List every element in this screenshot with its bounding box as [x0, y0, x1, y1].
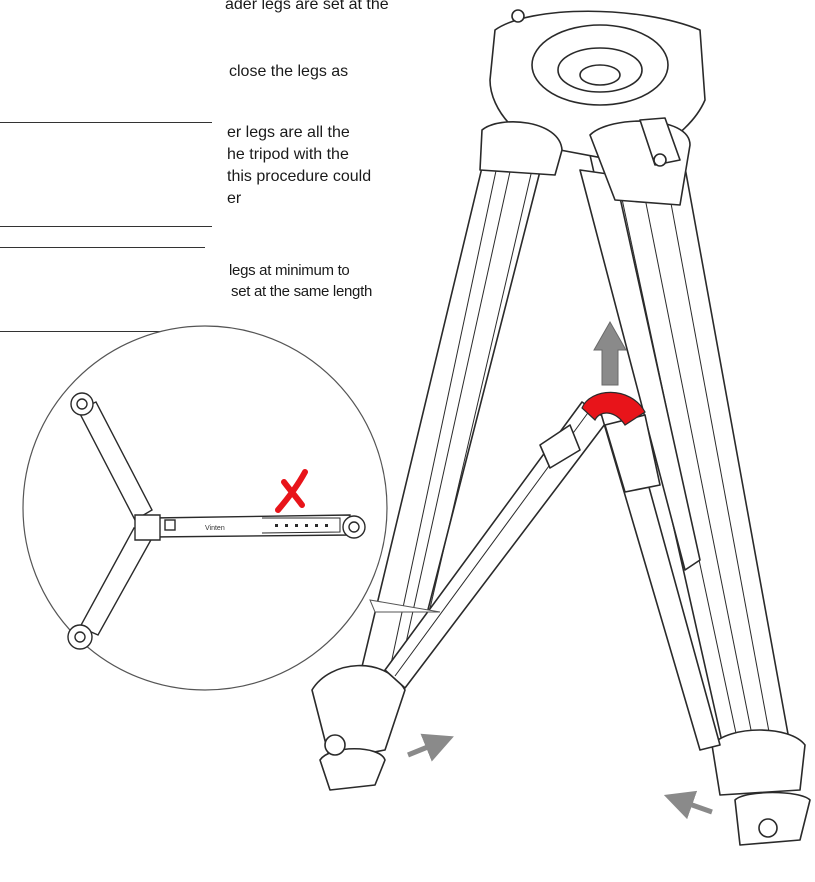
instruction-line-8: set at the same length: [231, 283, 372, 300]
inset-brand-label: Vinten: [205, 525, 225, 532]
divider-4: [0, 331, 205, 332]
mid-level-spreader: [384, 399, 721, 751]
divider-1: [0, 122, 212, 123]
instruction-line-3: er legs are all the: [227, 124, 350, 141]
arrow-left-icon: [663, 790, 713, 820]
tripod-head: [479, 9, 706, 206]
divider-3: [0, 247, 205, 248]
highlighted-spreader-hub: [581, 391, 646, 426]
arrow-right-icon: [407, 733, 454, 762]
instruction-line-4: he tripod with the: [227, 146, 349, 163]
instruction-line-5: this procedure could: [227, 168, 372, 185]
arrow-up-icon: [593, 320, 627, 386]
tripod-leg-left: [311, 139, 549, 791]
instruction-line-2: close the legs as: [229, 63, 349, 80]
red-cross-icon: [275, 469, 308, 513]
instruction-line-7: legs at minimum to: [229, 262, 350, 279]
instruction-line-1: ader legs are set at the: [225, 0, 389, 13]
divider-2: [0, 226, 212, 227]
spreader-top-view-inset: Vinten: [22, 325, 441, 691]
instruction-line-6: er: [227, 190, 242, 207]
